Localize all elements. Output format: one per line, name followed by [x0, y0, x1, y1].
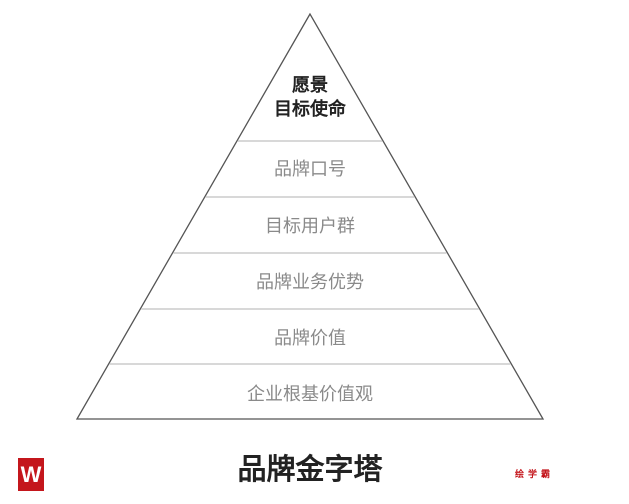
pyramid-level-target-users: 目标用户群: [265, 216, 355, 237]
pyramid-top-line-2: 目标使命: [274, 99, 346, 120]
pyramid-level-slogan: 品牌口号: [274, 159, 346, 180]
brand-label: 绘学霸: [515, 470, 555, 480]
pyramid-level-brand-value: 品牌价值: [274, 328, 346, 349]
pyramid-outline: [75, 12, 545, 420]
pyramid-level-core-values: 企业根基价值观: [247, 384, 373, 405]
pyramid-level-advantages: 品牌业务优势: [256, 272, 364, 293]
diagram-title: 品牌金字塔: [237, 452, 383, 486]
pyramid-top-line-1: 愿景: [292, 75, 328, 96]
logo-icon: W: [18, 458, 44, 491]
